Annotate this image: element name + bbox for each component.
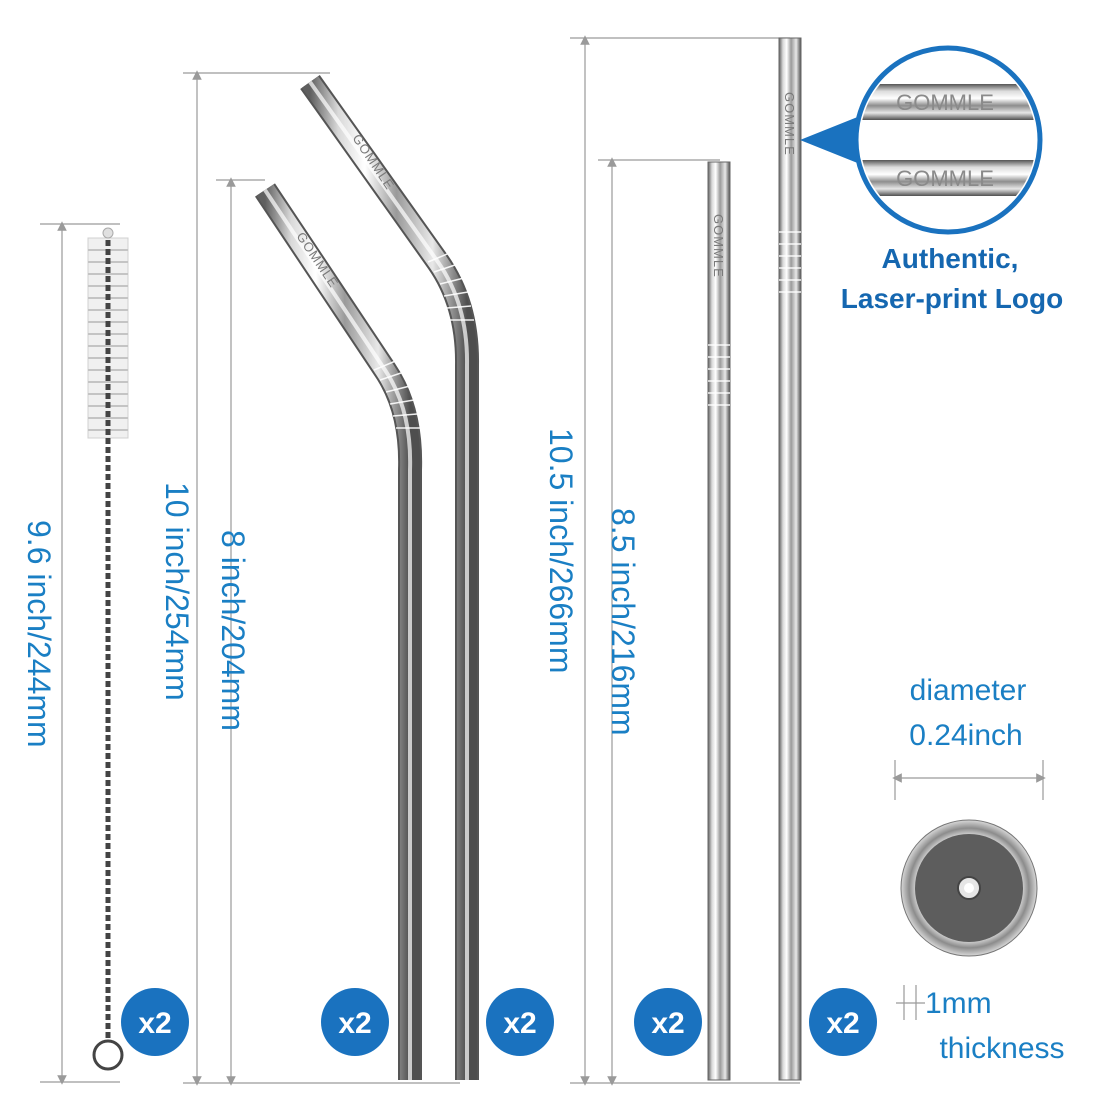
straight-straw-short-dimension: 8.5 inch/216mm bbox=[598, 157, 720, 1086]
engraving-straight-long: GOMMLE bbox=[782, 92, 797, 156]
svg-text:x2: x2 bbox=[651, 1007, 684, 1040]
quantity-badge-bent-long: x2 bbox=[486, 988, 554, 1056]
bent-straw-long-dimension: 10 inch/254mm bbox=[159, 70, 460, 1086]
dimension-label-bent-short: 8 inch/204mm bbox=[215, 530, 251, 731]
bent-straw-long: GOMMLE bbox=[300, 75, 480, 1080]
dimension-label-straight-long: 10.5 inch/266mm bbox=[543, 428, 579, 673]
straw-cross-section bbox=[900, 819, 1038, 957]
thickness-indicator bbox=[896, 985, 925, 1020]
diameter-detail: diameter 0.24inch 1mm thickness bbox=[892, 674, 1065, 1065]
diameter-label-line2: 0.24inch bbox=[909, 719, 1022, 752]
brush-loop bbox=[92, 1039, 124, 1071]
quantity-badge-bent-short: x2 bbox=[321, 988, 389, 1056]
svg-text:x2: x2 bbox=[826, 1007, 859, 1040]
bent-straw-short: GOMMLE bbox=[255, 183, 423, 1080]
zoom-engraving-top: GOMMLE bbox=[896, 90, 994, 115]
logo-zoom-callout: GOMMLE GOMMLE Authentic, Laser-print Log… bbox=[800, 45, 1063, 314]
straight-straw-long-dimension: 10.5 inch/266mm bbox=[543, 35, 800, 1086]
logo-caption-line1: Authentic, bbox=[882, 243, 1019, 274]
straight-straw-short: GOMMLE bbox=[707, 161, 731, 1081]
quantity-badge-brush: x2 bbox=[121, 988, 189, 1056]
dimension-label-brush: 9.6 inch/244mm bbox=[21, 520, 57, 748]
svg-text:x2: x2 bbox=[138, 1007, 171, 1040]
svg-text:x2: x2 bbox=[503, 1007, 536, 1040]
dimension-label-straight-short: 8.5 inch/216mm bbox=[605, 508, 641, 736]
engraving-straight-short: GOMMLE bbox=[711, 214, 726, 278]
svg-text:x2: x2 bbox=[338, 1007, 371, 1040]
cleaning-brush: 9.6 inch/244mm x2 bbox=[21, 221, 189, 1085]
bent-straw-short-dimension: 8 inch/204mm bbox=[215, 177, 265, 1086]
quantity-badge-straight-short: x2 bbox=[634, 988, 702, 1056]
diameter-label-line1: diameter bbox=[910, 674, 1027, 707]
zoom-engraving-bottom: GOMMLE bbox=[896, 166, 994, 191]
straight-straw-long: GOMMLE bbox=[778, 37, 802, 1081]
dimension-label-bent-long: 10 inch/254mm bbox=[159, 482, 195, 701]
logo-caption-line2: Laser-print Logo bbox=[841, 283, 1063, 314]
quantity-badge-straight-long: x2 bbox=[809, 988, 877, 1056]
thickness-label-line2: thickness bbox=[939, 1032, 1064, 1065]
thickness-label-line1: 1mm bbox=[925, 987, 992, 1020]
callout-pointer bbox=[800, 112, 870, 168]
